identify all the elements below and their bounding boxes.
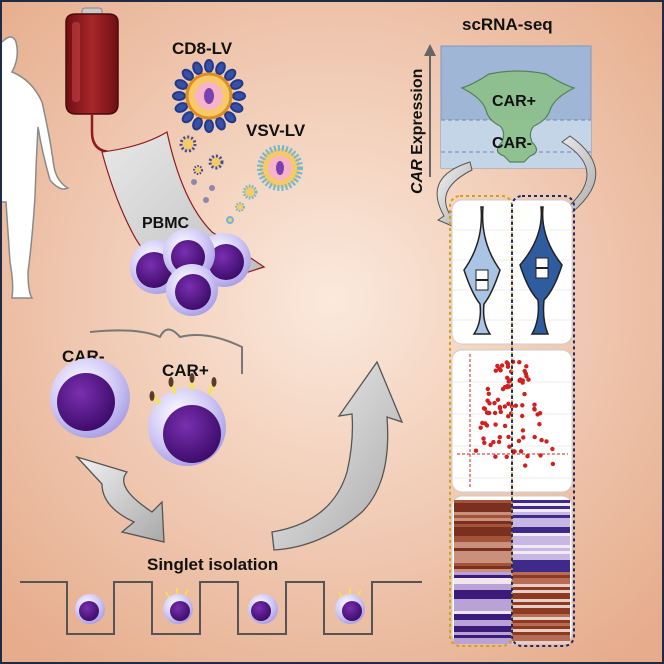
vsv-lv-label: VSV-LV	[246, 121, 306, 140]
car-expression-density-panel: CAR+ CAR-	[440, 45, 592, 169]
car-negative-cell	[50, 358, 130, 438]
density-car-positive-label: CAR+	[492, 93, 536, 110]
car-positive-cell	[148, 373, 226, 466]
cd8-lv-virus-icon	[172, 59, 246, 133]
cd8-lv-small-virions	[179, 135, 224, 203]
scrna-seq-label: scRNA-seq	[462, 15, 553, 34]
isolated-cells	[75, 588, 365, 624]
singlet-isolation-label: Singlet isolation	[147, 555, 278, 574]
down-arrow-to-isolation	[74, 455, 165, 543]
car-positive-label: CAR+	[162, 361, 209, 380]
density-car-negative-label: CAR-	[492, 135, 532, 152]
up-arrow-to-analysis	[271, 360, 404, 551]
curved-arrow-left	[436, 161, 473, 229]
pbmc-label: PBMC	[142, 215, 190, 232]
svg-text:CAR Expression: CAR Expression	[409, 69, 426, 194]
human-figure-icon	[2, 36, 70, 299]
grouping-brace	[89, 328, 243, 374]
vsv-lv-virus-icon	[226, 145, 303, 224]
pbmc-cell-cluster	[130, 228, 251, 316]
cd8-lv-label: CD8-LV	[172, 39, 233, 58]
microwell-array	[20, 581, 422, 635]
car-positive-column-outline	[511, 195, 575, 647]
car-expression-axis: CAR Expression	[409, 44, 436, 194]
